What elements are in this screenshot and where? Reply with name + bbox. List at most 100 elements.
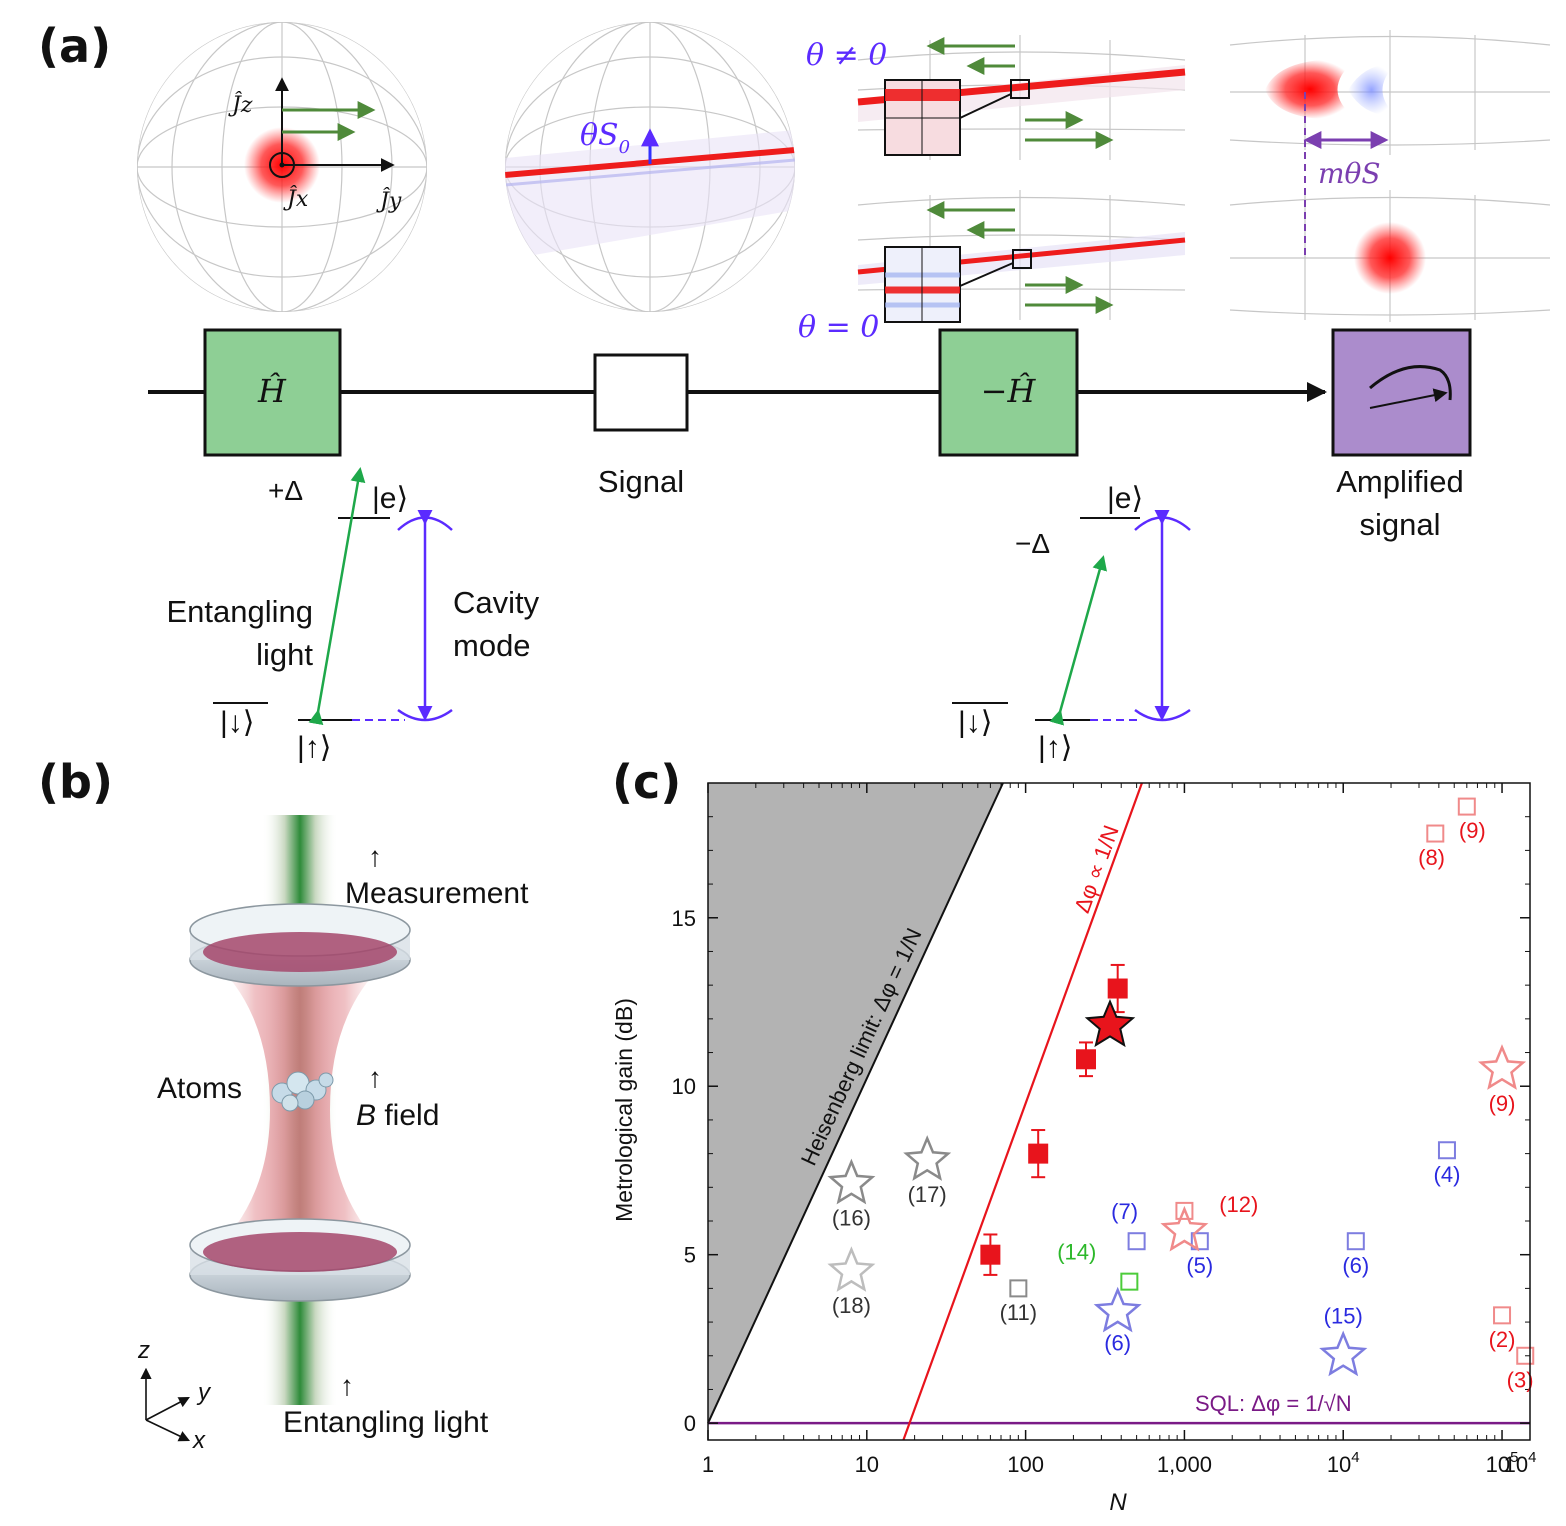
data-point-this-work xyxy=(1107,978,1128,999)
amplified-label-1: Amplified xyxy=(1336,464,1464,499)
excited-state-right: |e⟩ xyxy=(1107,482,1143,515)
y-tick-label: 0 xyxy=(684,1411,696,1436)
bloch-sphere-initial: Ĵz Ĵx Ĵy xyxy=(137,22,427,312)
entangling-light-label: Entangling light xyxy=(283,1406,489,1439)
data-point-this-work xyxy=(980,1244,1001,1265)
reference-square xyxy=(1009,1279,1028,1298)
level-diagram-left: +Δ |e⟩ |↓⟩ |↑⟩ Entangling light Cavity m… xyxy=(166,467,540,764)
reference-label: (11) xyxy=(1000,1300,1038,1325)
down-state-right: |↓⟩ xyxy=(958,706,993,739)
down-state-left: |↓⟩ xyxy=(220,706,255,739)
bloch-sphere-squeezed: θS0 xyxy=(505,22,795,312)
reference-label: (4) xyxy=(1434,1162,1461,1187)
b-field-label: B field xyxy=(356,1099,439,1132)
reference-square xyxy=(1426,824,1445,843)
panel-label-c: (c) xyxy=(612,755,681,809)
excited-state-left: |e⟩ xyxy=(372,482,408,515)
y-tick-label: 5 xyxy=(684,1243,696,1268)
reference-label: (16) xyxy=(832,1206,871,1231)
detuning-minus: −Δ xyxy=(1015,528,1050,559)
reference-square xyxy=(1516,1346,1535,1365)
reference-label: (18) xyxy=(832,1293,871,1318)
unsqueezing-panel-theta-nonzero: θ ≠ 0 xyxy=(806,34,1186,160)
reference-star xyxy=(1160,1205,1209,1252)
svg-text:y: y xyxy=(196,1379,212,1406)
reference-square xyxy=(1457,797,1476,816)
atom-cloud xyxy=(271,1071,334,1112)
theta-nonzero-label: θ ≠ 0 xyxy=(806,38,887,73)
reference-label: (5) xyxy=(1186,1253,1213,1278)
fit-line xyxy=(902,783,1143,1440)
reference-label: (3) xyxy=(1507,1367,1534,1392)
measurement-label: Measurement xyxy=(345,877,529,910)
reference-label: (15) xyxy=(1324,1303,1363,1328)
forward-evolution-gate xyxy=(203,328,342,457)
protocol-sequence: Ĥ −Ĥ Signal Amplified signal xyxy=(148,328,1472,542)
fit-line-label: Δφ ∝ 1/N xyxy=(1069,822,1124,916)
entangling-label-1: Entangling xyxy=(166,594,313,629)
cavity-label-2: mode xyxy=(453,628,531,663)
x-axis-label: N xyxy=(1109,1489,1127,1516)
reference-label: (6) xyxy=(1342,1253,1369,1278)
amplified-state-panels: mθS xyxy=(1229,30,1551,322)
reference-square xyxy=(1437,1141,1456,1160)
up-state-left: |↑⟩ xyxy=(297,731,332,764)
reference-square xyxy=(1346,1232,1365,1251)
reference-star xyxy=(1319,1330,1368,1377)
x-tick-label: 10 xyxy=(855,1452,879,1477)
cavity-label-1: Cavity xyxy=(453,585,540,620)
reference-label: (6) xyxy=(1104,1330,1131,1355)
level-diagram-right: |e⟩ −Δ |↓⟩ |↑⟩ xyxy=(952,482,1191,764)
y-tick-label: 15 xyxy=(672,906,696,931)
plot-frame xyxy=(707,782,1531,1441)
signal-label: θS0 xyxy=(580,118,630,158)
bottom-mirror xyxy=(189,1218,411,1302)
x-tick-label: 104 xyxy=(1504,1449,1537,1477)
panel-label-a: (a) xyxy=(38,19,111,73)
signal-box xyxy=(593,353,689,432)
coordinate-axes: z y x xyxy=(137,1337,212,1454)
jy-label: Ĵy xyxy=(376,187,402,214)
reference-star xyxy=(827,1246,876,1292)
reference-square xyxy=(1120,1272,1139,1291)
reference-star xyxy=(1093,1286,1142,1333)
reference-label: (8) xyxy=(1418,845,1445,870)
top-mirror xyxy=(189,903,411,987)
forward-gate-label: Ĥ xyxy=(257,372,287,410)
x-tick-label: 1,000 xyxy=(1157,1452,1212,1477)
x-tick-label: 104 xyxy=(1327,1449,1360,1477)
signal-box-label: Signal xyxy=(598,464,684,499)
svg-text:↑: ↑ xyxy=(368,1062,382,1093)
cavity-illustration: ↑ Measurement Atoms ↑ B field ↑ Entangli… xyxy=(137,815,529,1454)
sql-label: SQL: Δφ = 1/√N xyxy=(1195,1391,1352,1416)
reference-square xyxy=(1493,1306,1512,1325)
svg-text:z: z xyxy=(137,1337,150,1364)
entangling-label-2: light xyxy=(256,637,313,672)
reference-label: (9) xyxy=(1459,818,1486,843)
svg-text:x: x xyxy=(192,1427,206,1454)
reference-label: (7) xyxy=(1111,1199,1138,1224)
unsqueezing-panel-theta-zero: θ = 0 xyxy=(798,190,1186,345)
entangling-light-arrow xyxy=(308,467,366,726)
up-state-right: |↑⟩ xyxy=(1038,731,1073,764)
jx-label: Ĵx xyxy=(283,185,309,212)
svg-text:↑: ↑ xyxy=(340,1370,354,1401)
atoms-label: Atoms xyxy=(157,1072,242,1105)
reference-star xyxy=(827,1158,876,1205)
jz-label: Ĵz xyxy=(228,91,253,118)
reference-label: (2) xyxy=(1489,1327,1516,1352)
heisenberg-limit-line xyxy=(707,782,1004,1424)
reference-star xyxy=(1477,1044,1527,1090)
reference-square xyxy=(1190,1232,1209,1251)
y-axis-label: Metrological gain (dB) xyxy=(611,998,637,1222)
x-tick-label: 1 xyxy=(702,1452,714,1477)
reference-label: (12) xyxy=(1219,1192,1258,1217)
amplified-label-2: signal xyxy=(1360,507,1441,542)
data-point-this-work xyxy=(1075,1049,1096,1070)
data-point-this-work-star xyxy=(1084,999,1136,1048)
x-tick-label: 100 xyxy=(1007,1452,1044,1477)
reverse-evolution-gate xyxy=(938,328,1079,457)
y-tick-label: 10 xyxy=(672,1074,696,1099)
